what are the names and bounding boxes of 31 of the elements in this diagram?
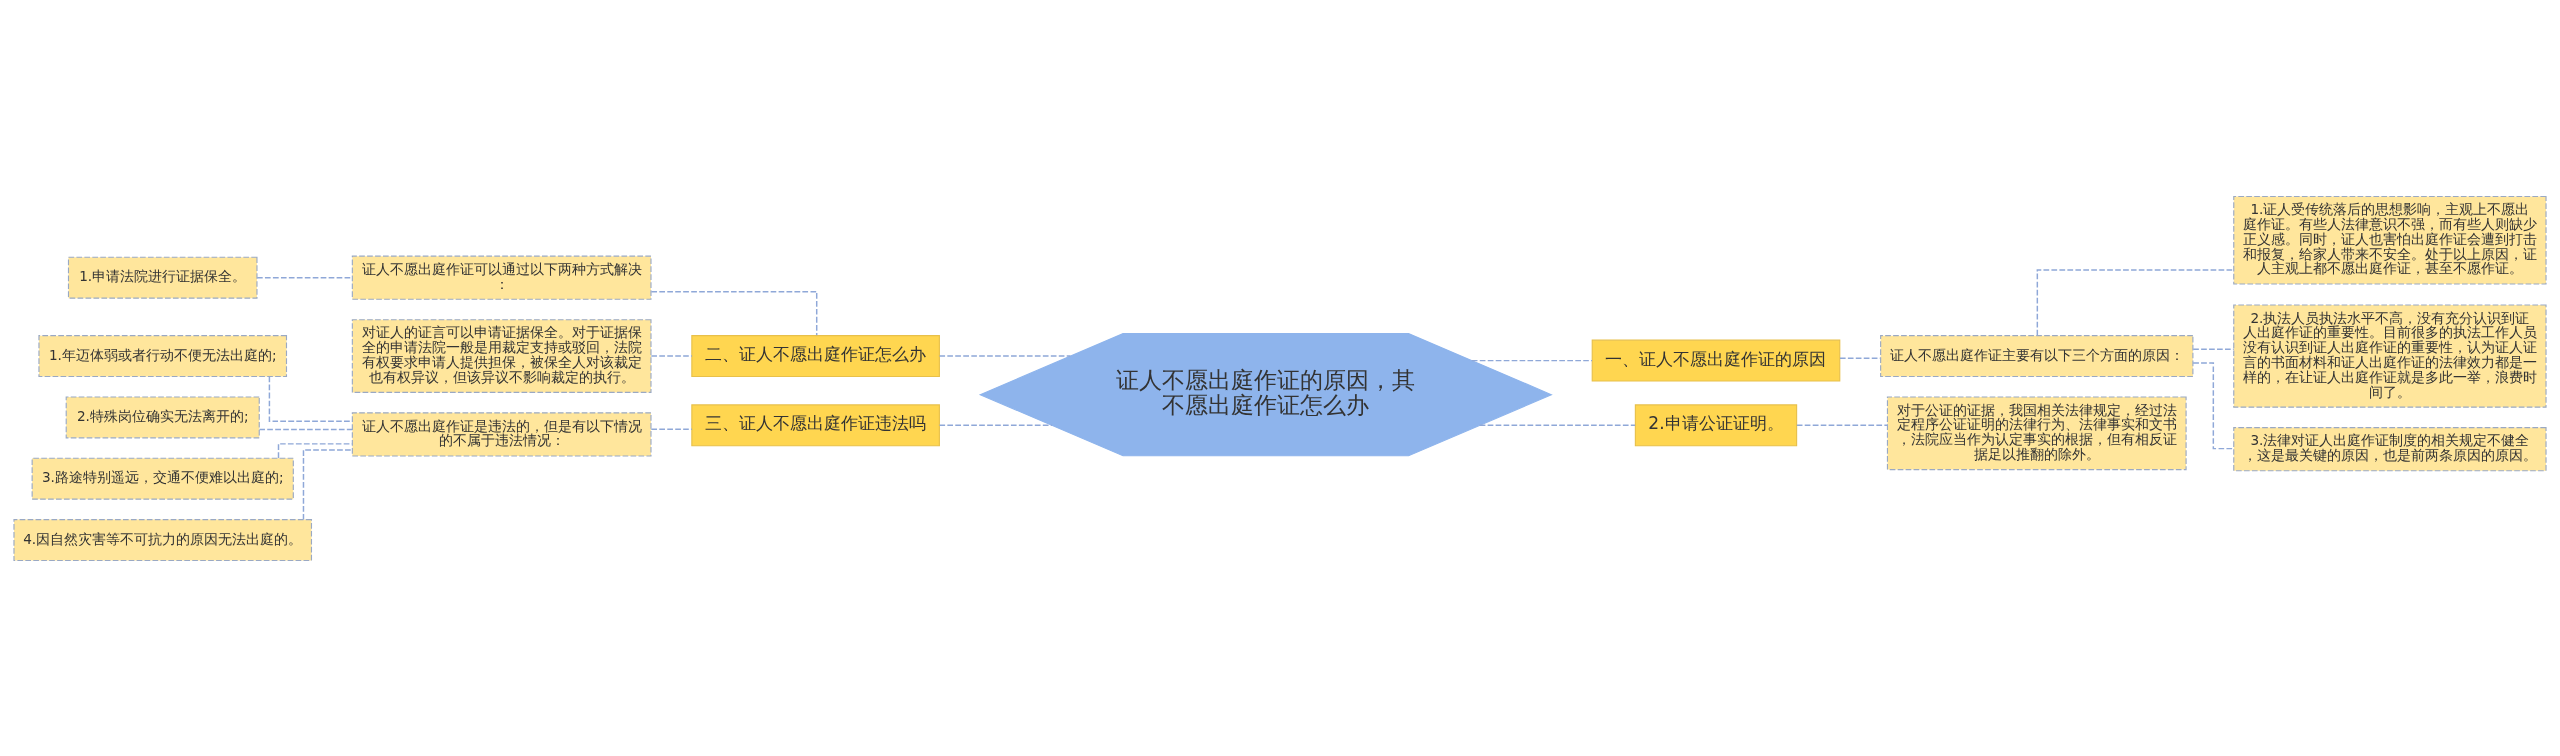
connector (650, 354, 693, 357)
connector (258, 428, 354, 430)
connector (268, 375, 353, 422)
node-box: 1.证人受传统落后的思想影响，主观上不愿出庭作证。有些人法律意识不强，而有些人则缺少正义感。同时，证人也害怕出庭作证会遭到打击和报复，给家人带来不安全。处于以上原因，证人主观上都不愿出庭作证，甚至不愿作证。 (2233, 195, 2547, 285)
connector (302, 448, 353, 520)
node-box: 2.特殊岗位确实无法离开的; (65, 395, 260, 438)
node-box: 3.路途特别遥远，交通不便难以出庭的; (31, 457, 294, 500)
connector (650, 290, 818, 336)
connector (256, 276, 353, 278)
connector (2036, 268, 2235, 336)
node-box: 证人不愿出庭作证主要有以下三个方面的原因： (1880, 334, 2194, 377)
node-box: 3.法律对证人出庭作证制度的相关规定不健全，这是最关键的原因，也是前两条原因的原因。 (2233, 426, 2547, 471)
connector (1796, 424, 1889, 426)
connector (1471, 359, 1593, 361)
connector (938, 354, 1072, 357)
node-box: 对证人的证言可以申请证据保全。对于证据保全的申请法院一般是用裁定支持或驳回，法院有权要求申请人提供担保，被保全人对该裁定也有权异议，但该异议不影响裁定的执行。 (351, 318, 652, 393)
node-box: 三、证人不愿出庭作证违法吗 (691, 403, 940, 446)
connector (938, 424, 1053, 426)
node-box: 4.因自然灾害等不可抗力的原因无法出庭的。 (13, 518, 313, 561)
node-box: 1.年迈体弱或者行动不便无法出庭的; (38, 334, 288, 377)
node-box: 1.申请法院进行证据保全。 (67, 256, 258, 299)
node-box: 一、证人不愿出庭作证的原因 (1591, 339, 1841, 382)
connector (2192, 348, 2235, 350)
node-box: 对于公证的证据，我国相关法律规定，经过法定程序公证证明的法律行为、法律事实和文书，法院应当作为认定事实的根据，但有相反证据足以推翻的除外。 (1886, 395, 2187, 470)
node-box: 证人不愿出庭作证是违法的，但是有以下情况的不属于违法情况： (351, 411, 652, 457)
node-box: 二、证人不愿出庭作证怎么办 (691, 334, 940, 377)
connector (1478, 424, 1636, 426)
node-box: 证人不愿出庭作证可以通过以下两种方式解决： (351, 255, 652, 300)
node-box: 2.执法人员执法水平不高，没有充分认识到证人出庭作证的重要性。目前很多的执法工作人员没有认识到证人出庭作证的重要性，认为证人证言的书面材料和证人出庭作证的法律效力都是一样的，在让证人出庭作证就是多此一举，浪费时间了。 (2233, 303, 2547, 408)
node-box: 2.申请公证证明。 (1634, 403, 1798, 446)
connector (650, 428, 693, 430)
